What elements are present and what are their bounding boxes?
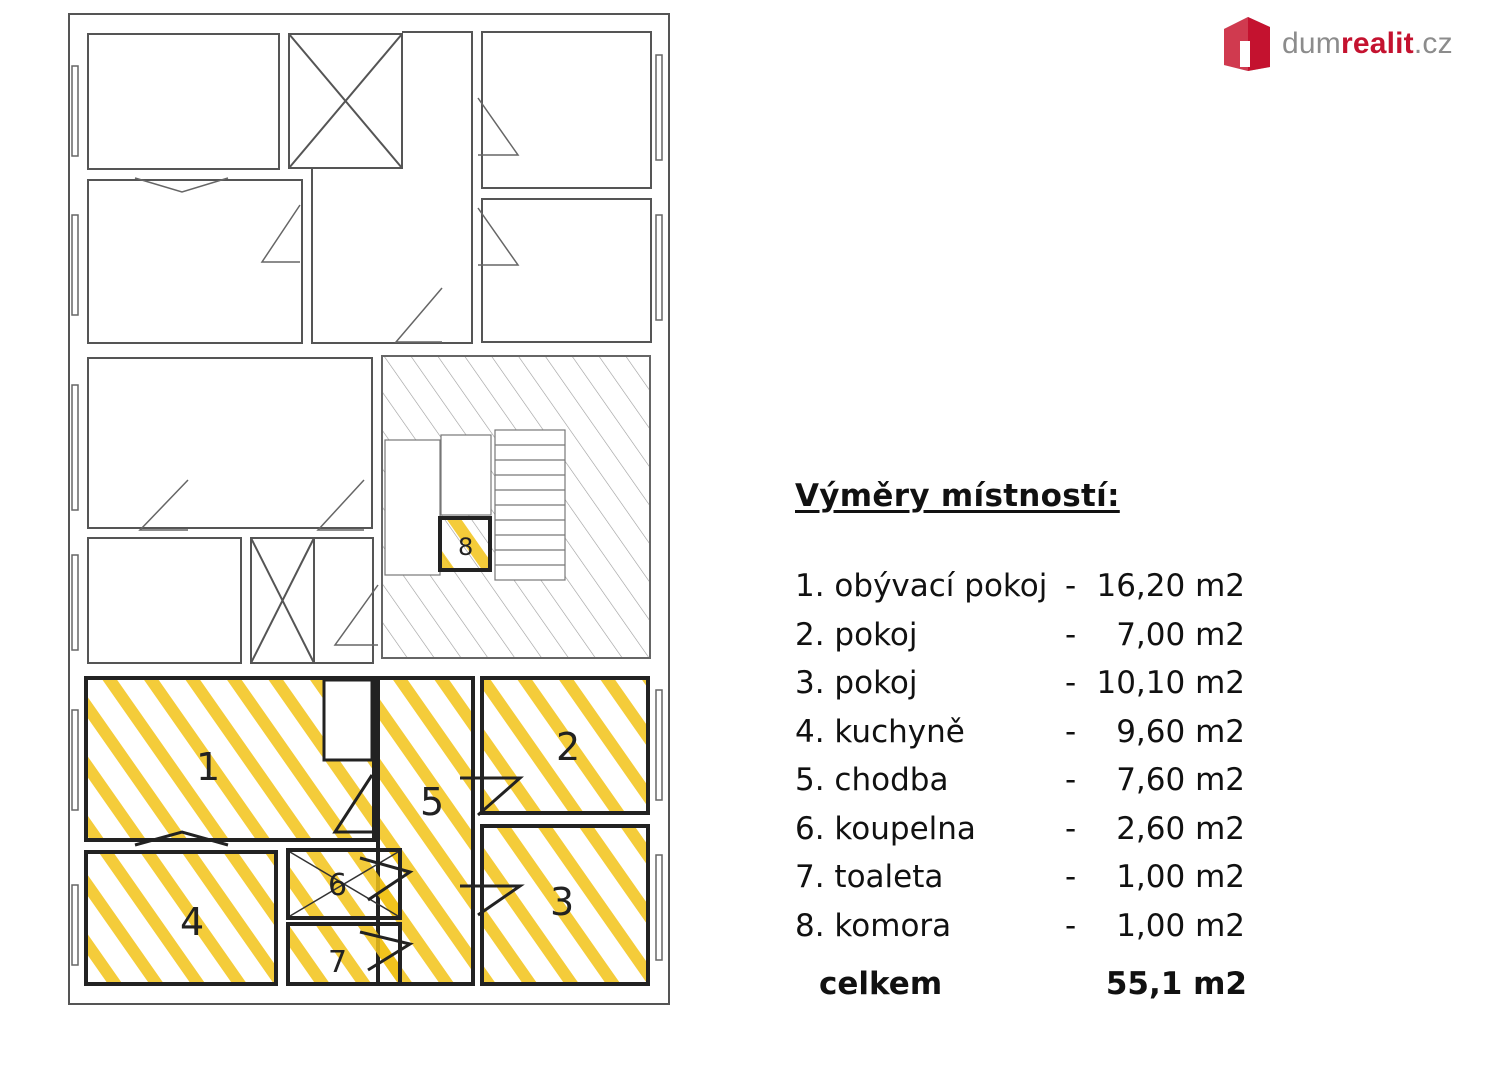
room-dash: - — [1065, 907, 1077, 944]
logo-text-cz: .cz — [1413, 27, 1453, 60]
room-row: 3. pokoj -10,10 m2 — [795, 663, 1315, 712]
room-name: 1. obývací pokoj — [795, 568, 1048, 604]
room-area: 1,00 m2 — [1116, 907, 1245, 944]
door-swings — [134, 97, 520, 646]
room-4 — [84, 850, 278, 986]
room-area: 1,00 m2 — [1116, 859, 1245, 895]
building-outline — [68, 13, 670, 1005]
room-7 — [286, 922, 402, 986]
room-area: 9,60 m2 — [1116, 713, 1245, 750]
flat-door-swings — [134, 774, 525, 972]
windows — [71, 54, 663, 966]
room-row: 6. koupelna - 2,60 m2 — [795, 809, 1315, 858]
room-number-6: 6 — [328, 868, 347, 903]
room-area: 16,20 m2 — [1096, 568, 1245, 604]
dumrealit-logo[interactable]: dumrealit.cz — [1224, 14, 1453, 74]
room-dash: - — [1065, 762, 1077, 798]
room-area: 7,00 m2 — [1116, 616, 1245, 653]
room-row: 2. pokoj - 7,00 m2 — [795, 615, 1315, 664]
room-2 — [480, 676, 650, 815]
room-name: 5. chodba — [795, 762, 949, 798]
room-dash: - — [1065, 713, 1077, 750]
room-dash: - — [1065, 859, 1077, 895]
room-row: 1. obývací pokoj-16,20 m2 — [795, 566, 1315, 615]
room-area: 7,60 m2 — [1116, 762, 1245, 798]
room-row: 5. chodba - 7,60 m2 — [795, 760, 1315, 809]
room-number-4: 4 — [180, 900, 204, 944]
room-number-7: 7 — [328, 945, 347, 980]
room-8 — [438, 516, 492, 572]
room-areas-legend: Výměry místností: 1. obývací pokoj-16,20… — [795, 478, 1315, 1012]
room-area: 2,60 m2 — [1116, 810, 1245, 847]
room-row: 7. toaleta - 1,00 m2 — [795, 857, 1315, 906]
room-name: 6. koupelna — [795, 810, 976, 847]
room-3 — [480, 824, 650, 986]
room-name: 4. kuchyně — [795, 713, 965, 750]
room-row: 8. komora - 1,00 m2 — [795, 906, 1315, 955]
legend-title: Výměry místností: — [795, 478, 1120, 514]
staircase — [384, 429, 566, 581]
room-name: 7. toaleta — [795, 859, 944, 895]
room-name: 2. pokoj — [795, 616, 918, 653]
room-name: 8. komora — [795, 907, 952, 944]
room-name: 3. pokoj — [795, 665, 918, 701]
room-dash: - — [1065, 810, 1077, 847]
logo-text-realit: realit — [1340, 27, 1414, 60]
room-number-2: 2 — [556, 725, 580, 769]
logo-wordmark: dumrealit.cz — [1282, 27, 1453, 61]
house-logo-icon — [1224, 17, 1270, 71]
upper-rooms — [87, 31, 652, 664]
room-area: 10,10 m2 — [1096, 665, 1245, 701]
room-number-1: 1 — [196, 745, 220, 789]
room-number-5: 5 — [420, 780, 444, 824]
room-dash: - — [1065, 616, 1077, 653]
room-dash: - — [1065, 568, 1077, 604]
room-1-recess — [322, 678, 374, 762]
logo-text-dum: dum — [1282, 27, 1341, 60]
room-dash: - — [1065, 665, 1077, 701]
floor-plan: 1 2 3 4 5 6 7 8 — [68, 13, 670, 1005]
total-label: celkem — [819, 966, 943, 1002]
room-row: 4. kuchyně - 9,60 m2 — [795, 712, 1315, 761]
total-row: celkem 55,1 m2 — [795, 962, 1315, 1012]
room-number-8: 8 — [458, 533, 473, 561]
room-number-3: 3 — [550, 880, 574, 924]
total-value: 55,1 m2 — [1105, 966, 1247, 1002]
